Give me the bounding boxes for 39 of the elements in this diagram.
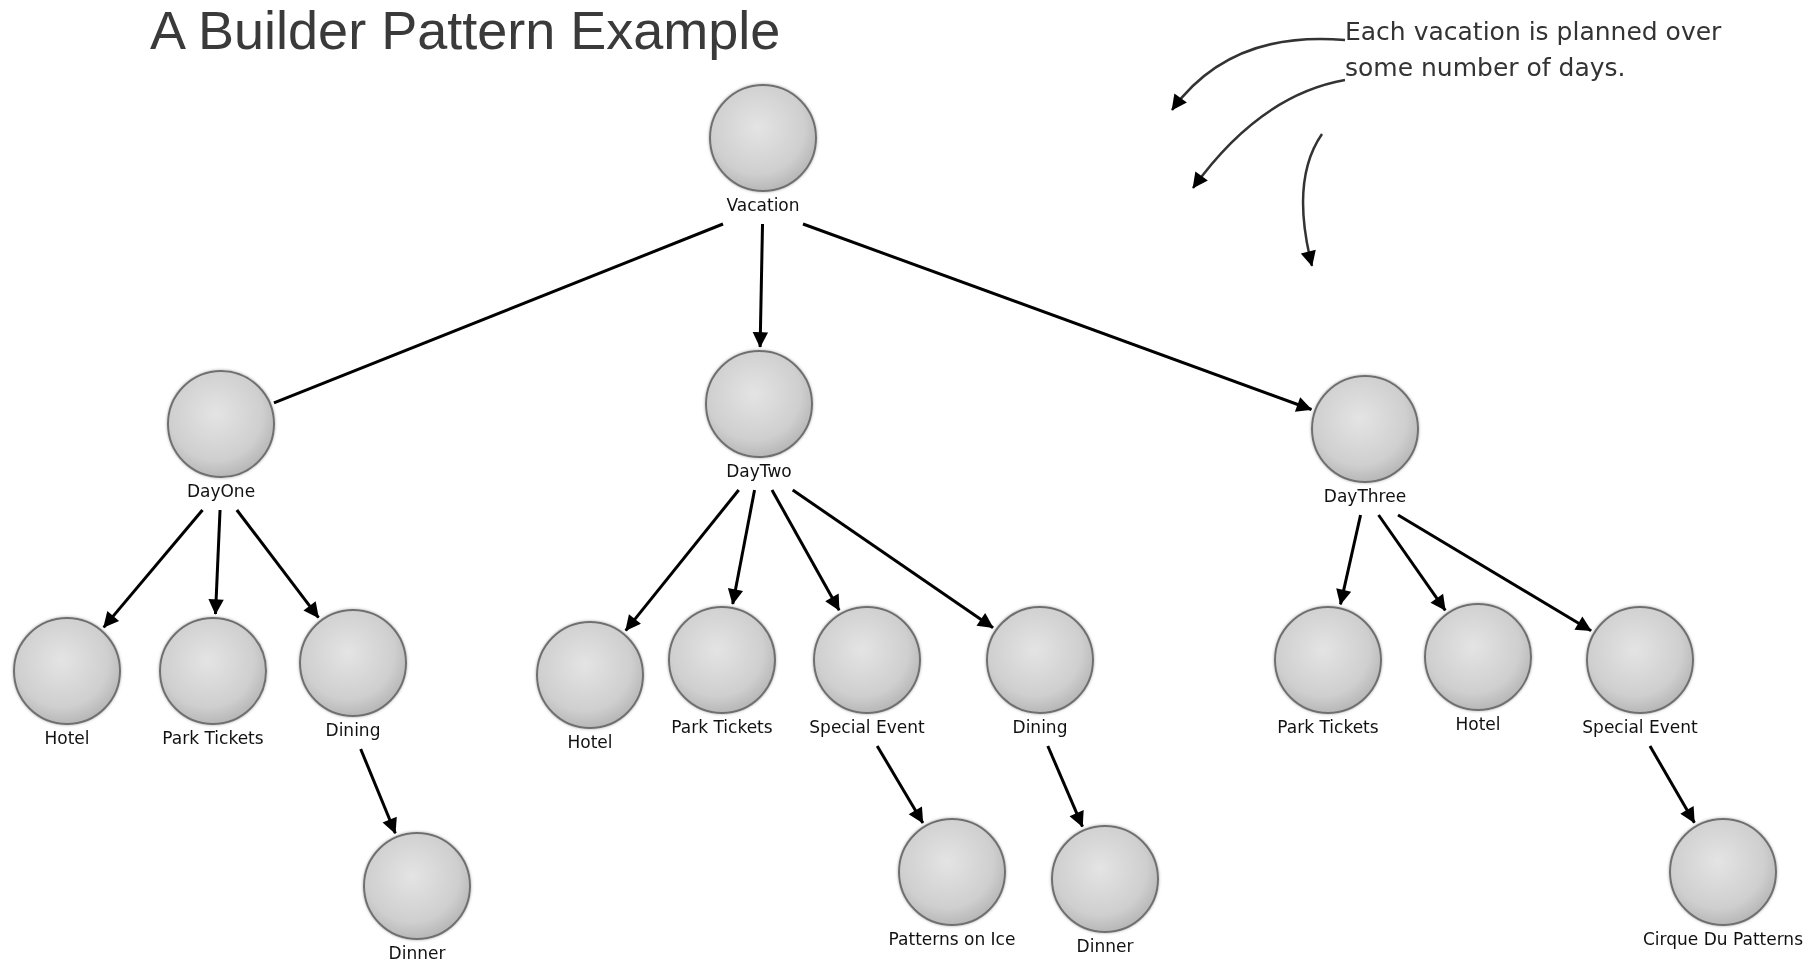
arrow <box>359 748 397 834</box>
node-label: DayTwo <box>726 461 792 482</box>
node-label: Hotel <box>1455 714 1501 735</box>
arrow <box>1046 745 1084 828</box>
node-label: Special Event <box>809 717 925 738</box>
arrow <box>624 489 740 632</box>
node-label: Park Tickets <box>671 717 773 738</box>
arrow <box>1377 514 1447 612</box>
node-label: DayOne <box>186 481 256 502</box>
node-label: Vacation <box>726 195 800 216</box>
node-label: Dining <box>325 720 381 741</box>
arrow <box>1397 513 1592 632</box>
node-label: Park Tickets <box>162 728 264 749</box>
arrow <box>1336 514 1363 605</box>
node-label: Cirque Du Patterns <box>1643 929 1803 950</box>
arrow <box>802 222 1313 412</box>
node-label: Hotel <box>44 728 90 749</box>
arrow <box>791 488 994 629</box>
node-label: Patterns on Ice <box>888 929 1016 950</box>
node-label: Dining <box>1012 717 1068 738</box>
node-label: Hotel <box>567 732 613 753</box>
arrow <box>1171 37 1346 111</box>
arrow <box>752 223 769 348</box>
arrow <box>235 509 320 619</box>
diagram-title: A Builder Pattern Example <box>150 0 781 60</box>
annotation-note: Each vacation is planned over some number of days. <box>1345 14 1785 86</box>
arrow <box>102 509 204 629</box>
arrow <box>875 745 925 824</box>
node-label: DayThree <box>1323 486 1407 507</box>
node-label: Special Event <box>1582 717 1698 738</box>
node-label: Park Tickets <box>1277 717 1379 738</box>
node-label: Dinner <box>388 943 446 964</box>
node-label: Dinner <box>1076 936 1134 957</box>
arrow <box>208 509 224 615</box>
arrow <box>770 489 841 611</box>
arrow <box>1301 133 1324 267</box>
arrow <box>727 489 757 605</box>
arrow <box>1648 745 1696 824</box>
arrow <box>1192 78 1346 189</box>
